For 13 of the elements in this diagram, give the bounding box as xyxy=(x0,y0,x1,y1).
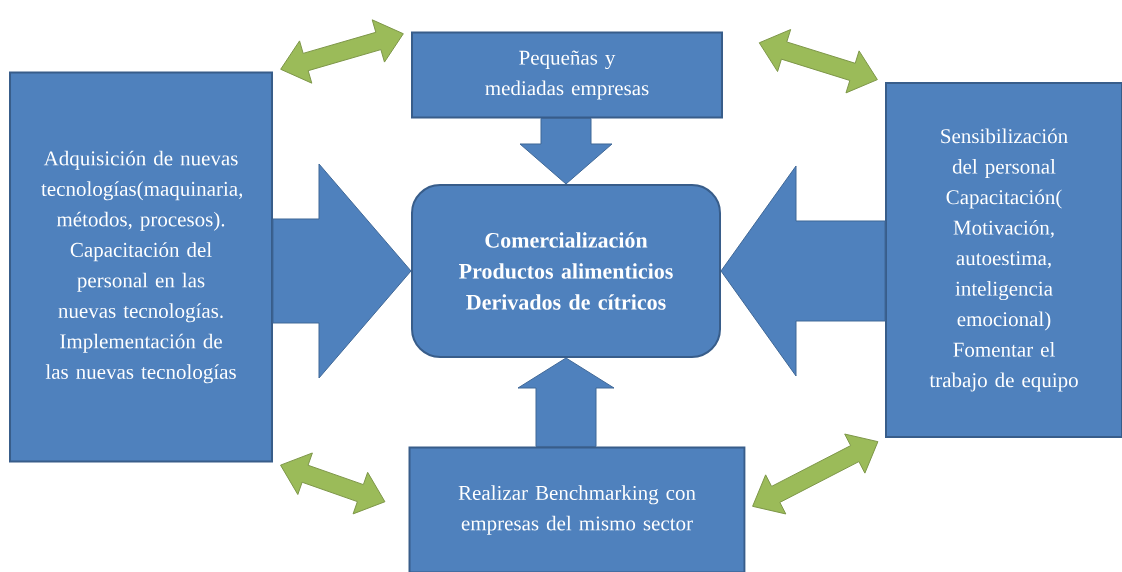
text-box: Sensibilización del personal Capacitación( Motivación, autoestima, inteligencia emocional) Fomentar el trabajo de equipo xyxy=(885,82,1122,438)
block-arrow xyxy=(752,433,879,515)
block-arrow xyxy=(280,452,386,515)
text-box: Adquisición de nuevas tecnologías(maquinaria, métodos, procesos). Capacitación del personal en las nuevas tecnologías. Implementación de las nuevas tecnologías xyxy=(9,71,273,463)
text-box: Pequeñas y mediadas empresas xyxy=(411,31,723,119)
block-arrow xyxy=(272,163,412,379)
block-arrow xyxy=(517,357,615,447)
block-arrow xyxy=(280,19,404,84)
block-arrow xyxy=(720,165,886,377)
block-arrow xyxy=(519,118,613,185)
rounded-box: Comercialización Productos alimenticios Derivados de cítricos xyxy=(411,184,721,358)
text-box: Realizar Benchmarking con empresas del mismo sector xyxy=(408,446,746,572)
block-arrow xyxy=(758,29,878,94)
